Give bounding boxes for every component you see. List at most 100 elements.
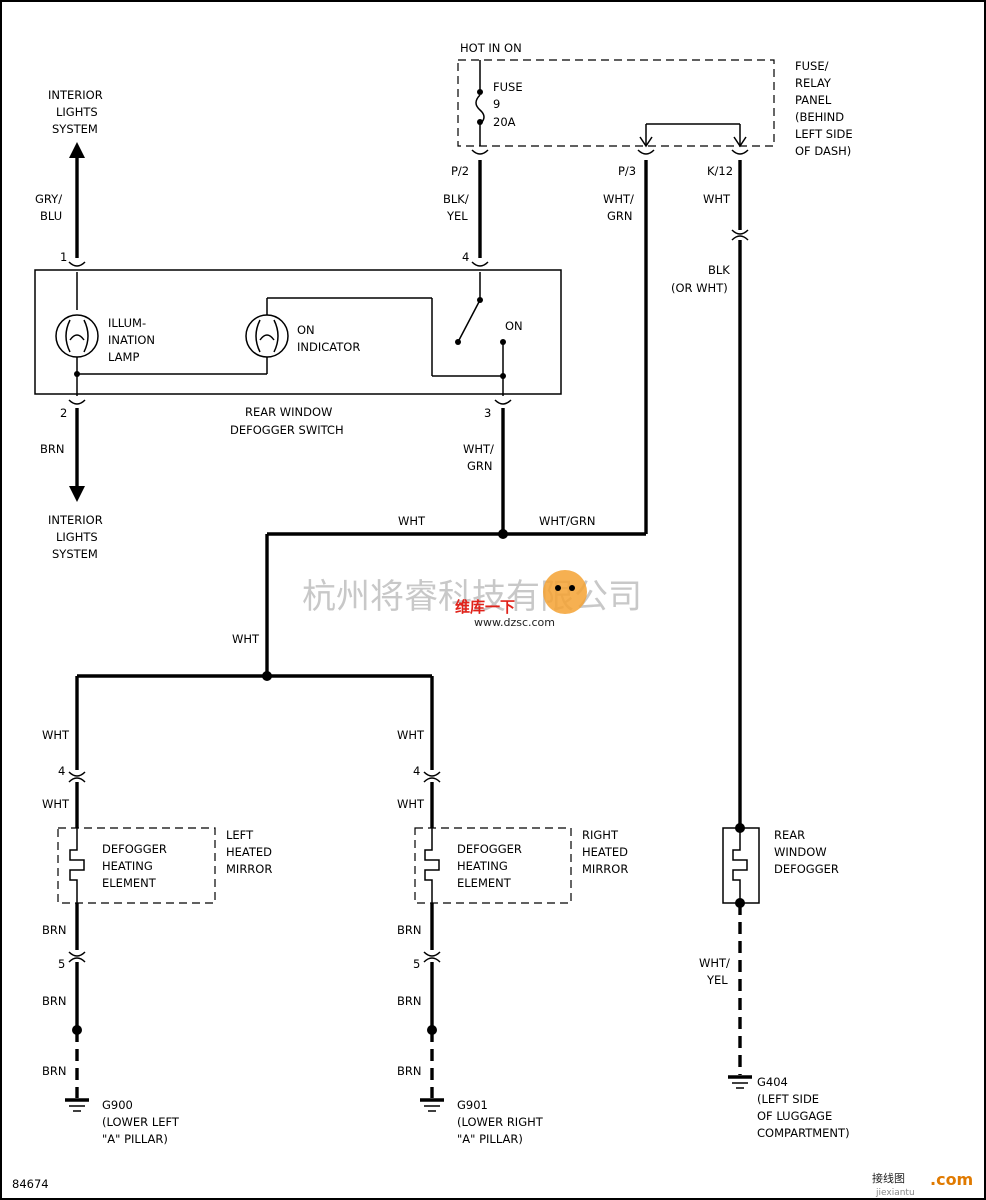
interior-lights-label: LIGHTS bbox=[56, 105, 98, 119]
heating-element-label: ELEMENT bbox=[102, 876, 157, 890]
hot-in-on-label: HOT IN ON bbox=[460, 41, 522, 55]
pin-label: P/3 bbox=[618, 164, 636, 178]
interior-lights-label: SYSTEM bbox=[52, 122, 98, 136]
fuse-panel-label: OF DASH) bbox=[795, 144, 851, 158]
fuse-rating: 20A bbox=[493, 115, 516, 129]
interior-lights-label: INTERIOR bbox=[48, 88, 103, 102]
fuse-label: FUSE bbox=[493, 80, 523, 94]
right-heated-mirror bbox=[414, 827, 572, 904]
wire-color-label: WHT/ bbox=[463, 442, 494, 456]
right-heating-element bbox=[424, 828, 440, 903]
heating-element-label: HEATING bbox=[457, 859, 508, 873]
pin-label: 4 bbox=[462, 250, 469, 264]
watermark-brand: 维库一下 bbox=[455, 598, 515, 616]
illumination-lamp-label: LAMP bbox=[108, 350, 139, 364]
connector-pin3 bbox=[494, 399, 512, 405]
ground-label: G901 bbox=[457, 1098, 488, 1112]
fuse-number: 9 bbox=[493, 97, 500, 111]
connector-pin4 bbox=[471, 261, 489, 267]
ground-label: "A" PILLAR) bbox=[102, 1132, 168, 1146]
watermark: 杭州将睿科技有限公司 维库一下 www.dzsc.com 接线图 .com ji… bbox=[302, 570, 973, 1198]
ground-label: (LOWER LEFT bbox=[102, 1115, 180, 1129]
right-mirror-label: RIGHT bbox=[582, 828, 619, 842]
watermark-corner: 接线图 bbox=[872, 1171, 905, 1185]
connector-pin1 bbox=[68, 261, 86, 267]
ground-label: "A" PILLAR) bbox=[457, 1132, 523, 1146]
pin-label: 3 bbox=[484, 406, 491, 420]
wire-color-label: BRN bbox=[397, 994, 421, 1008]
pin-label: K/12 bbox=[707, 164, 733, 178]
fuse-panel-label: LEFT SIDE bbox=[795, 127, 853, 141]
connector-right-pin4 bbox=[423, 771, 441, 777]
connector-k12 bbox=[731, 149, 749, 155]
wire-color-label: BRN bbox=[42, 1064, 66, 1078]
fuse-symbol bbox=[475, 94, 485, 125]
illumination-lamp-label: INATION bbox=[108, 333, 155, 347]
left-mirror-label: MIRROR bbox=[226, 862, 272, 876]
switch-contact bbox=[455, 272, 506, 396]
wire-color-label: GRY/ bbox=[35, 192, 62, 206]
left-mirror-label: LEFT bbox=[226, 828, 254, 842]
fuse-panel-label: PANEL bbox=[795, 93, 832, 107]
labels: HOT IN ON FUSE 9 20A FUSE/ RELAY PANEL (… bbox=[12, 41, 853, 1191]
watermark-url: www.dzsc.com bbox=[474, 616, 555, 629]
switch-name-label: REAR WINDOW bbox=[245, 405, 332, 419]
fuse-panel-outline bbox=[457, 59, 775, 147]
wire-color-label: WHT bbox=[397, 797, 425, 811]
wire-color-label: BRN bbox=[42, 923, 66, 937]
fuse-panel-label: (BEHIND bbox=[795, 110, 844, 124]
wire-color-label: BRN bbox=[397, 923, 421, 937]
wire-color-label: BRN bbox=[40, 442, 64, 456]
right-mirror-label: HEATED bbox=[582, 845, 628, 859]
interior-lights-label: SYSTEM bbox=[52, 547, 98, 561]
pin-label: P/2 bbox=[451, 164, 469, 178]
heating-element-label: ELEMENT bbox=[457, 876, 512, 890]
ground-label: (LOWER RIGHT bbox=[457, 1115, 544, 1129]
wire-color-label: BLK/ bbox=[443, 192, 469, 206]
diagram-id: 84674 bbox=[12, 1177, 49, 1191]
connector-left-pin4 bbox=[68, 771, 86, 777]
ground-label: G404 bbox=[757, 1075, 788, 1089]
arrow-down-icon bbox=[69, 486, 85, 502]
connector-p2 bbox=[471, 149, 489, 155]
wire-color-label: BLK bbox=[708, 263, 730, 277]
pin-label: 4 bbox=[58, 764, 65, 778]
pin-label: 1 bbox=[60, 250, 67, 264]
on-indicator bbox=[245, 298, 289, 374]
ground-g900-icon bbox=[65, 1098, 89, 1112]
wire-color-label: WHT bbox=[42, 797, 70, 811]
inline-connector bbox=[731, 229, 749, 235]
ground-label: (LEFT SIDE bbox=[757, 1092, 819, 1106]
rear-defogger-label: REAR bbox=[774, 828, 805, 842]
fuse-panel-label: FUSE/ bbox=[795, 59, 829, 73]
wire-color-label: (OR WHT) bbox=[671, 281, 728, 295]
wire-color-label: WHT/GRN bbox=[539, 514, 595, 528]
fuse-relay-panel bbox=[457, 59, 775, 148]
watermark-corner-com: .com bbox=[930, 1170, 973, 1189]
heating-element-label: DEFOGGER bbox=[457, 842, 522, 856]
pin-label: 4 bbox=[413, 764, 420, 778]
wire-color-label: YEL bbox=[706, 973, 728, 987]
wire-color-label: WHT/ bbox=[699, 956, 730, 970]
wire-color-label: WHT bbox=[232, 632, 260, 646]
rear-defogger-label: WINDOW bbox=[774, 845, 827, 859]
left-heated-mirror bbox=[57, 827, 216, 904]
left-mirror-label: HEATED bbox=[226, 845, 272, 859]
pin-label: 5 bbox=[413, 957, 420, 971]
ground-label: COMPARTMENT) bbox=[757, 1126, 850, 1140]
wire-color-label: GRN bbox=[467, 459, 493, 473]
heating-element-label: HEATING bbox=[102, 859, 153, 873]
wire-color-label: WHT bbox=[397, 728, 425, 742]
mascot-logo bbox=[543, 570, 587, 614]
fuse-panel-label: RELAY bbox=[795, 76, 832, 90]
arrow-up-icon bbox=[69, 142, 85, 158]
heating-element-label: DEFOGGER bbox=[102, 842, 167, 856]
wire-color-label: WHT bbox=[703, 192, 731, 206]
wire-color-label: BLU bbox=[40, 209, 62, 223]
pin-label: 5 bbox=[58, 957, 65, 971]
switch-on-label: ON bbox=[505, 319, 523, 333]
ground-label: OF LUGGAGE bbox=[757, 1109, 832, 1123]
ground-label: G900 bbox=[102, 1098, 133, 1112]
